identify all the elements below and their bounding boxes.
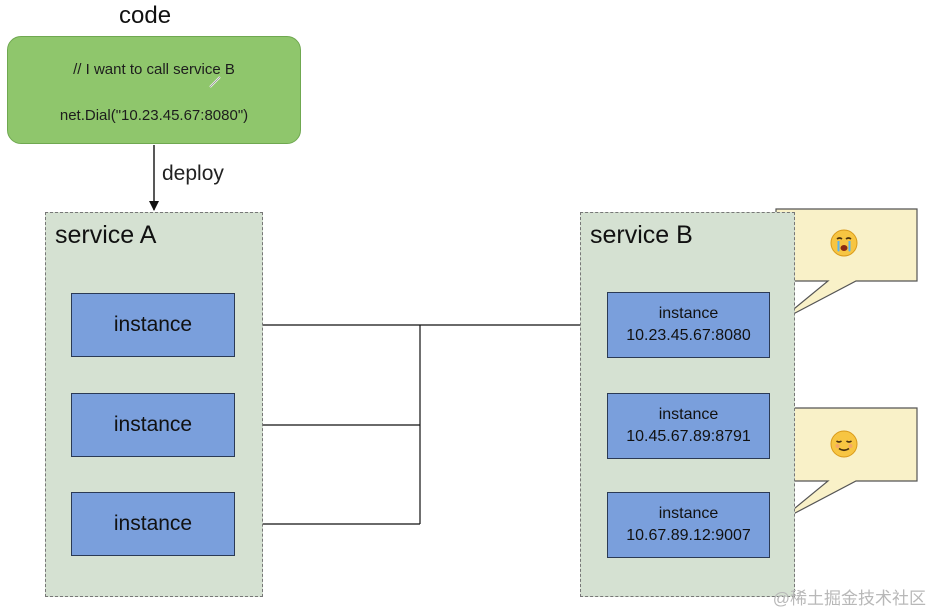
instance-label: instance (113, 512, 193, 535)
service-b-instance: instance 10.23.45.67:8080 (607, 292, 770, 358)
relieved-face-icon (830, 430, 858, 458)
crying-face-icon (830, 229, 858, 257)
watermark: @稀土掘金技术社区 (772, 589, 926, 608)
instance-label: instance (113, 413, 193, 436)
instance-label: instance (113, 313, 193, 336)
code-title: code (119, 2, 172, 29)
code-comment-line: // I want to call service B (73, 61, 235, 78)
speech-bubble (775, 407, 918, 523)
service-a-instance: instance (71, 293, 235, 357)
service-a-instance: instance (71, 492, 235, 556)
instance-address: 10.23.45.67:8080 (626, 327, 751, 344)
deploy-label: deploy (162, 162, 224, 185)
service-b-instance: instance 10.67.89.12:9007 (607, 492, 770, 558)
service-a-title: service A (55, 221, 157, 249)
instance-label: instance (658, 505, 719, 522)
instance-address: 10.45.67.89:8791 (626, 428, 751, 445)
instance-label: instance (658, 305, 719, 322)
speech-bubble (775, 208, 918, 323)
service-b-title: service B (590, 221, 693, 249)
service-b-instance: instance 10.45.67.89:8791 (607, 393, 770, 459)
instance-label: instance (658, 406, 719, 423)
code-call-line: net.Dial("10.23.45.67:8080") (59, 107, 249, 124)
pencil-cursor-icon (209, 76, 221, 88)
service-a-instance: instance (71, 393, 235, 457)
instance-address: 10.67.89.12:9007 (626, 527, 751, 544)
code-box: // I want to call service B net.Dial("10… (7, 36, 301, 144)
